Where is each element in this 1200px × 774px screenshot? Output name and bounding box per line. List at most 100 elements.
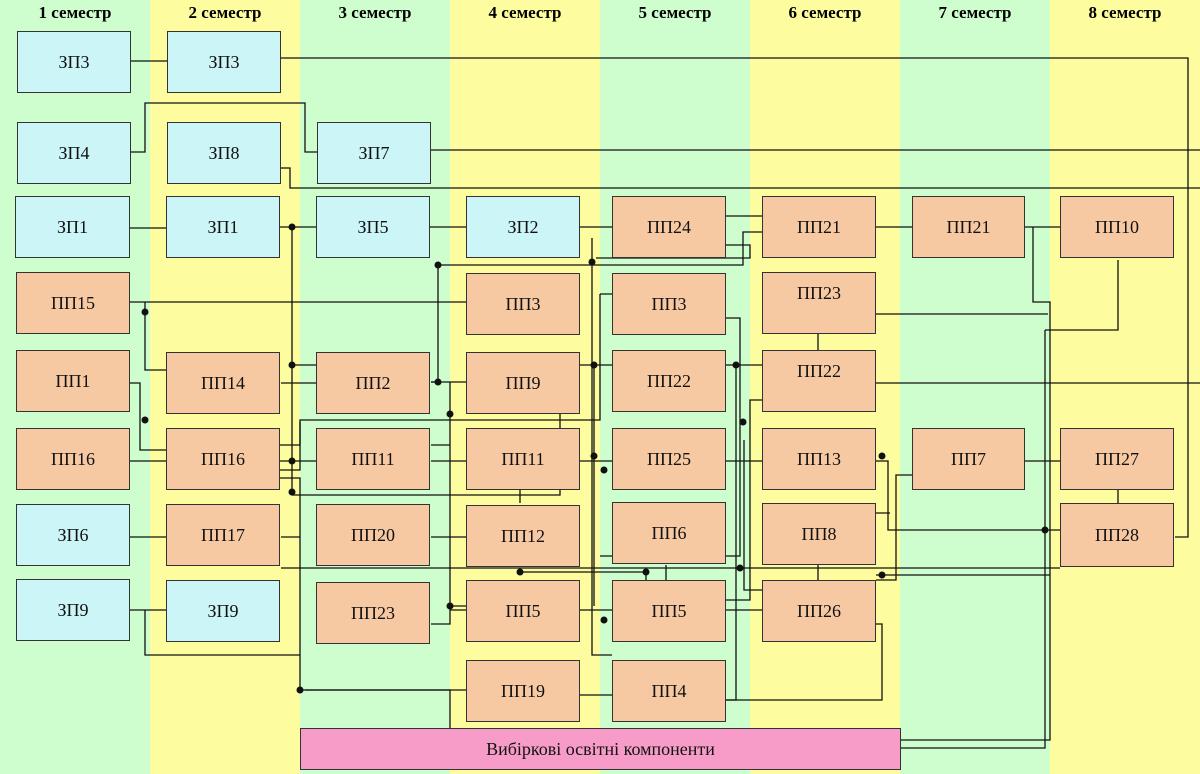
box-zp1-sem2: ЗП1 bbox=[166, 196, 280, 258]
connector-pp11 bbox=[431, 444, 612, 462]
semester-header-4: 4 семестр bbox=[488, 3, 562, 22]
connector-zp8 bbox=[281, 167, 1200, 189]
connector-elective bbox=[900, 330, 1046, 749]
box-pp20-sem3: ПП20 bbox=[316, 504, 430, 566]
box-zp5-sem3: ЗП5 bbox=[316, 196, 430, 258]
box-pp7-sem7: ПП7 bbox=[912, 428, 1025, 490]
box-zp8-sem2: ЗП8 bbox=[167, 122, 281, 184]
box-pp16-sem1: ПП16 bbox=[16, 428, 130, 490]
junction-dot bbox=[288, 223, 296, 231]
box-pp11-sem4: ПП11 bbox=[466, 428, 580, 490]
semester-header-2: 2 семестр bbox=[188, 3, 262, 22]
junction-dots bbox=[141, 223, 1049, 694]
box-pp27-sem8: ПП27 bbox=[1060, 428, 1174, 490]
box-pp24-sem5: ПП24 bbox=[612, 196, 726, 258]
box-pp2-sem3: ПП2 bbox=[316, 352, 430, 414]
junction-dot bbox=[736, 564, 744, 572]
box-pp5-sem4: ПП5 bbox=[466, 580, 580, 642]
connector-pp3 bbox=[280, 293, 612, 471]
box-pp19-sem4: ПП19 bbox=[466, 660, 580, 722]
connector-pp25 bbox=[726, 440, 766, 591]
connector-zp4 bbox=[130, 102, 1200, 153]
junction-dot bbox=[446, 410, 454, 418]
box-pp28-sem8: ПП28 bbox=[1060, 503, 1174, 567]
box-zp9-sem2: ЗП9 bbox=[166, 580, 280, 642]
junction-dot bbox=[516, 568, 524, 576]
junction-dot bbox=[600, 466, 608, 474]
box-zp6-sem1: ЗП6 bbox=[16, 504, 130, 566]
connector-pp13 bbox=[876, 460, 1060, 531]
junction-dot bbox=[1041, 526, 1049, 534]
box-pp23-sem3: ПП23 bbox=[316, 582, 430, 644]
box-pp17-sem2: ПП17 bbox=[166, 504, 280, 566]
box-pp3-sem4: ПП3 bbox=[466, 273, 580, 335]
box-pp4-sem5: ПП4 bbox=[612, 660, 726, 722]
junction-dot bbox=[141, 416, 149, 424]
box-pp8-sem6: ПП8 bbox=[762, 503, 876, 565]
box-pp13-sem6: ПП13 bbox=[762, 428, 876, 490]
junction-dot bbox=[288, 457, 296, 465]
connector-pp21 bbox=[900, 227, 1051, 741]
junction-dot bbox=[446, 602, 454, 610]
junction-dot bbox=[878, 452, 886, 460]
junction-dot bbox=[590, 452, 598, 460]
semester-header-1: 1 семестр bbox=[38, 3, 112, 22]
junction-dot bbox=[434, 378, 442, 386]
junction-dot bbox=[642, 568, 650, 576]
elective-components-box: Вибіркові освітні компоненти bbox=[300, 728, 901, 770]
connector-pp7 bbox=[876, 460, 1119, 581]
connector-pp1 bbox=[130, 382, 167, 451]
box-pp11-sem3: ПП11 bbox=[316, 428, 430, 490]
box-pp12-sem4: ПП12 bbox=[466, 505, 580, 567]
box-pp14-sem2: ПП14 bbox=[166, 352, 280, 414]
box-pp1-sem1: ПП1 bbox=[16, 350, 130, 412]
connector-zp3 bbox=[130, 57, 1189, 538]
semester-header-8: 8 семестр bbox=[1088, 3, 1162, 22]
connector-zp2 bbox=[591, 238, 612, 656]
box-pp5-sem5: ПП5 bbox=[612, 580, 726, 642]
connector-pp23-s3 bbox=[431, 609, 466, 625]
semester-header-6: 6 семестр bbox=[788, 3, 862, 22]
junction-dot bbox=[588, 258, 596, 266]
connector-pp19 bbox=[305, 689, 612, 696]
box-pp3-sem5: ПП3 bbox=[612, 273, 726, 335]
connector-pp10 bbox=[1045, 260, 1119, 331]
box-zp4-sem1: ЗП4 bbox=[17, 122, 131, 184]
semester-header-7: 7 семестр bbox=[938, 3, 1012, 22]
connector-zp1 bbox=[130, 215, 1060, 229]
junction-dot bbox=[878, 571, 886, 579]
semester-header-3: 3 семестр bbox=[338, 3, 412, 22]
box-pp9-sem4: ПП9 bbox=[466, 352, 580, 414]
connector-pp9 bbox=[580, 364, 612, 606]
connector-pp24 bbox=[596, 244, 751, 259]
semester-column-7 bbox=[900, 0, 1050, 774]
box-zp3-sem2: ЗП3 bbox=[167, 31, 281, 93]
box-pp16-sem2: ПП16 bbox=[166, 428, 280, 490]
box-pp25-sem5: ПП25 bbox=[612, 428, 726, 490]
box-zp3-sem1: ЗП3 bbox=[17, 31, 131, 93]
connector-pp8 bbox=[817, 565, 1050, 580]
junction-dot bbox=[600, 616, 608, 624]
connector-pp16 bbox=[130, 422, 466, 741]
box-zp9-sem1: ЗП9 bbox=[16, 579, 130, 641]
junction-dot bbox=[288, 361, 296, 369]
junction-dot bbox=[739, 418, 747, 426]
junction-dot bbox=[141, 308, 149, 316]
connector-pp26 bbox=[726, 623, 883, 701]
box-pp22-sem5: ПП22 bbox=[612, 350, 726, 412]
box-pp26-sem6: ПП26 bbox=[762, 580, 876, 642]
box-pp10-sem8: ПП10 bbox=[1060, 196, 1174, 258]
junction-dot bbox=[288, 488, 296, 496]
connector-zp9 bbox=[130, 609, 300, 656]
connector-pp23 bbox=[817, 313, 1048, 352]
junction-dot bbox=[434, 261, 442, 269]
box-pp23-sem6: ПП23 bbox=[762, 272, 876, 334]
box-zp7-sem3: ЗП7 bbox=[317, 122, 431, 184]
box-pp22-sem6: ПП22 bbox=[762, 350, 876, 412]
semester-column-8 bbox=[1050, 0, 1200, 774]
box-pp21-sem6: ПП21 bbox=[762, 196, 876, 258]
connector-pp22-s6 bbox=[726, 382, 1200, 601]
junction-dot bbox=[296, 686, 304, 694]
junction-dot bbox=[732, 361, 740, 369]
